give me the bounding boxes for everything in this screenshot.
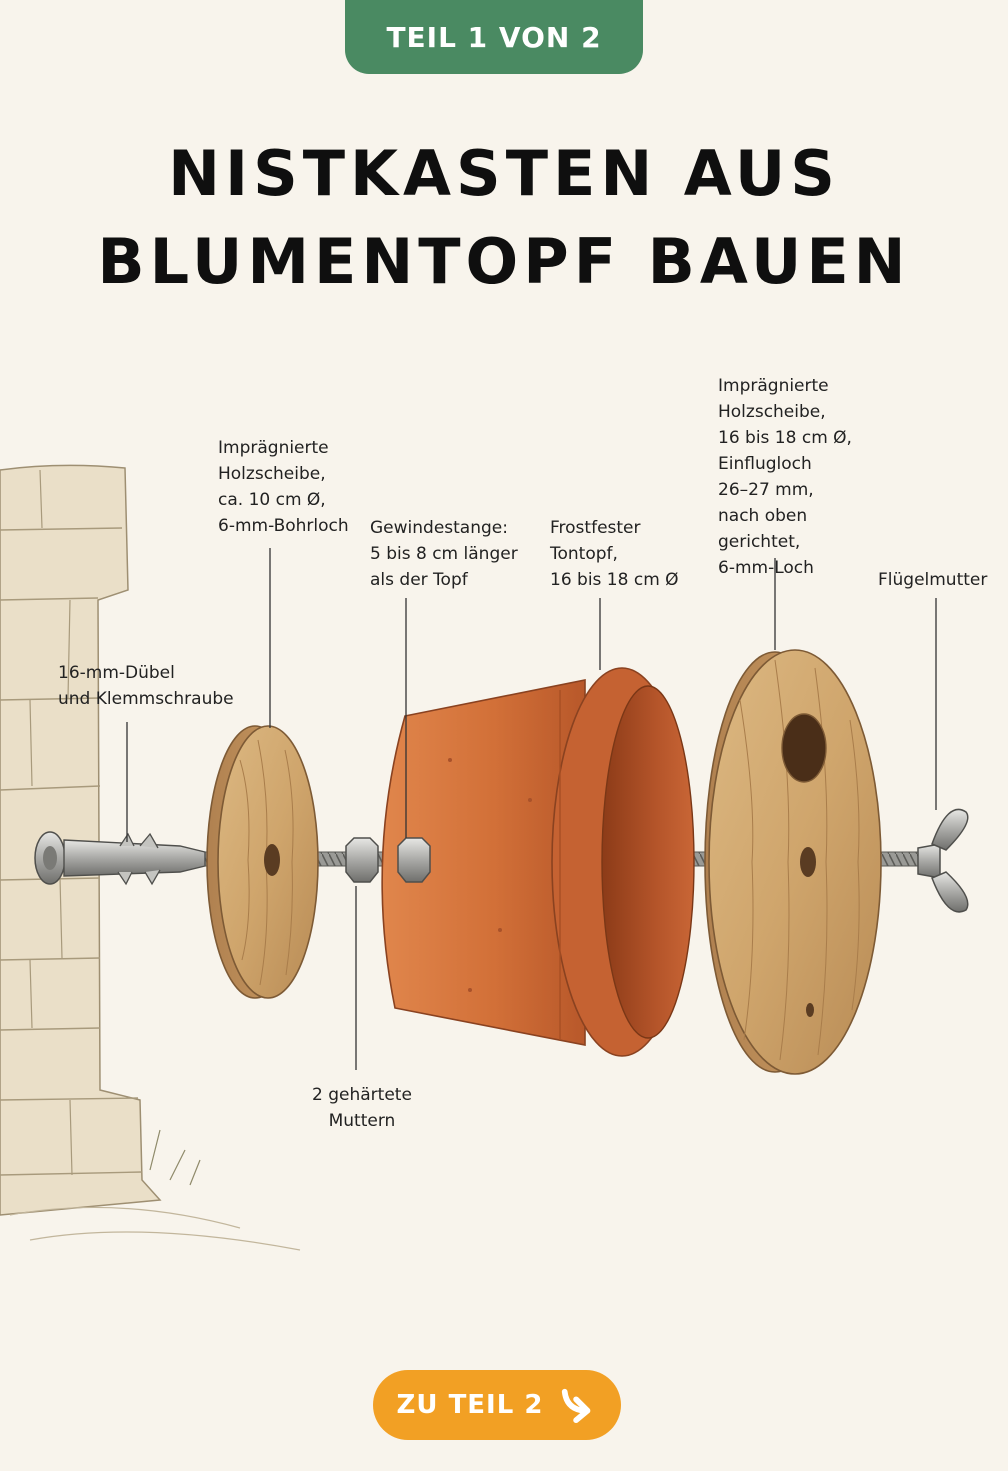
label-threaded-rod: Gewindestange: 5 bis 8 cm länger als der… — [370, 518, 518, 590]
part-badge: TEIL 1 VON 2 — [345, 0, 643, 74]
label-hex-nuts: 2 gehärtete Muttern — [312, 1085, 412, 1131]
wall-anchor — [34, 831, 206, 886]
small-wood-disc — [206, 725, 319, 999]
entrance-hole — [781, 713, 827, 783]
label-small-disc: Imprägnierte Holzscheibe, ca. 10 cm Ø, 6… — [218, 438, 349, 536]
leader-lines — [126, 548, 937, 1070]
label-large-disc: Imprägnierte Holzscheibe, 16 bis 18 cm Ø… — [718, 376, 852, 578]
hex-nut-2 — [397, 837, 431, 883]
label-wing-nut: Flügelmutter — [878, 570, 988, 590]
title-line-2: BLUMENTOPF BAUEN — [97, 225, 911, 298]
label-clay-pot: Frostfester Tontopf, 16 bis 18 cm Ø — [550, 518, 679, 590]
arrow-down-right-icon — [562, 1388, 591, 1424]
next-part-button[interactable]: ZU TEIL 2 — [373, 1370, 621, 1440]
title-line-1: NISTKASTEN AUS — [168, 137, 840, 210]
next-part-label: ZU TEIL 2 — [396, 1390, 544, 1420]
wing-nut — [917, 808, 969, 913]
clay-pot — [381, 667, 695, 1057]
large-wood-disc — [704, 649, 882, 1075]
hex-nut-1 — [345, 837, 379, 883]
label-wall-anchor: 16-mm-Dübel und Klemmschraube — [58, 663, 234, 709]
page-title: NISTKASTEN AUS BLUMENTOPF BAUEN — [0, 130, 1008, 306]
